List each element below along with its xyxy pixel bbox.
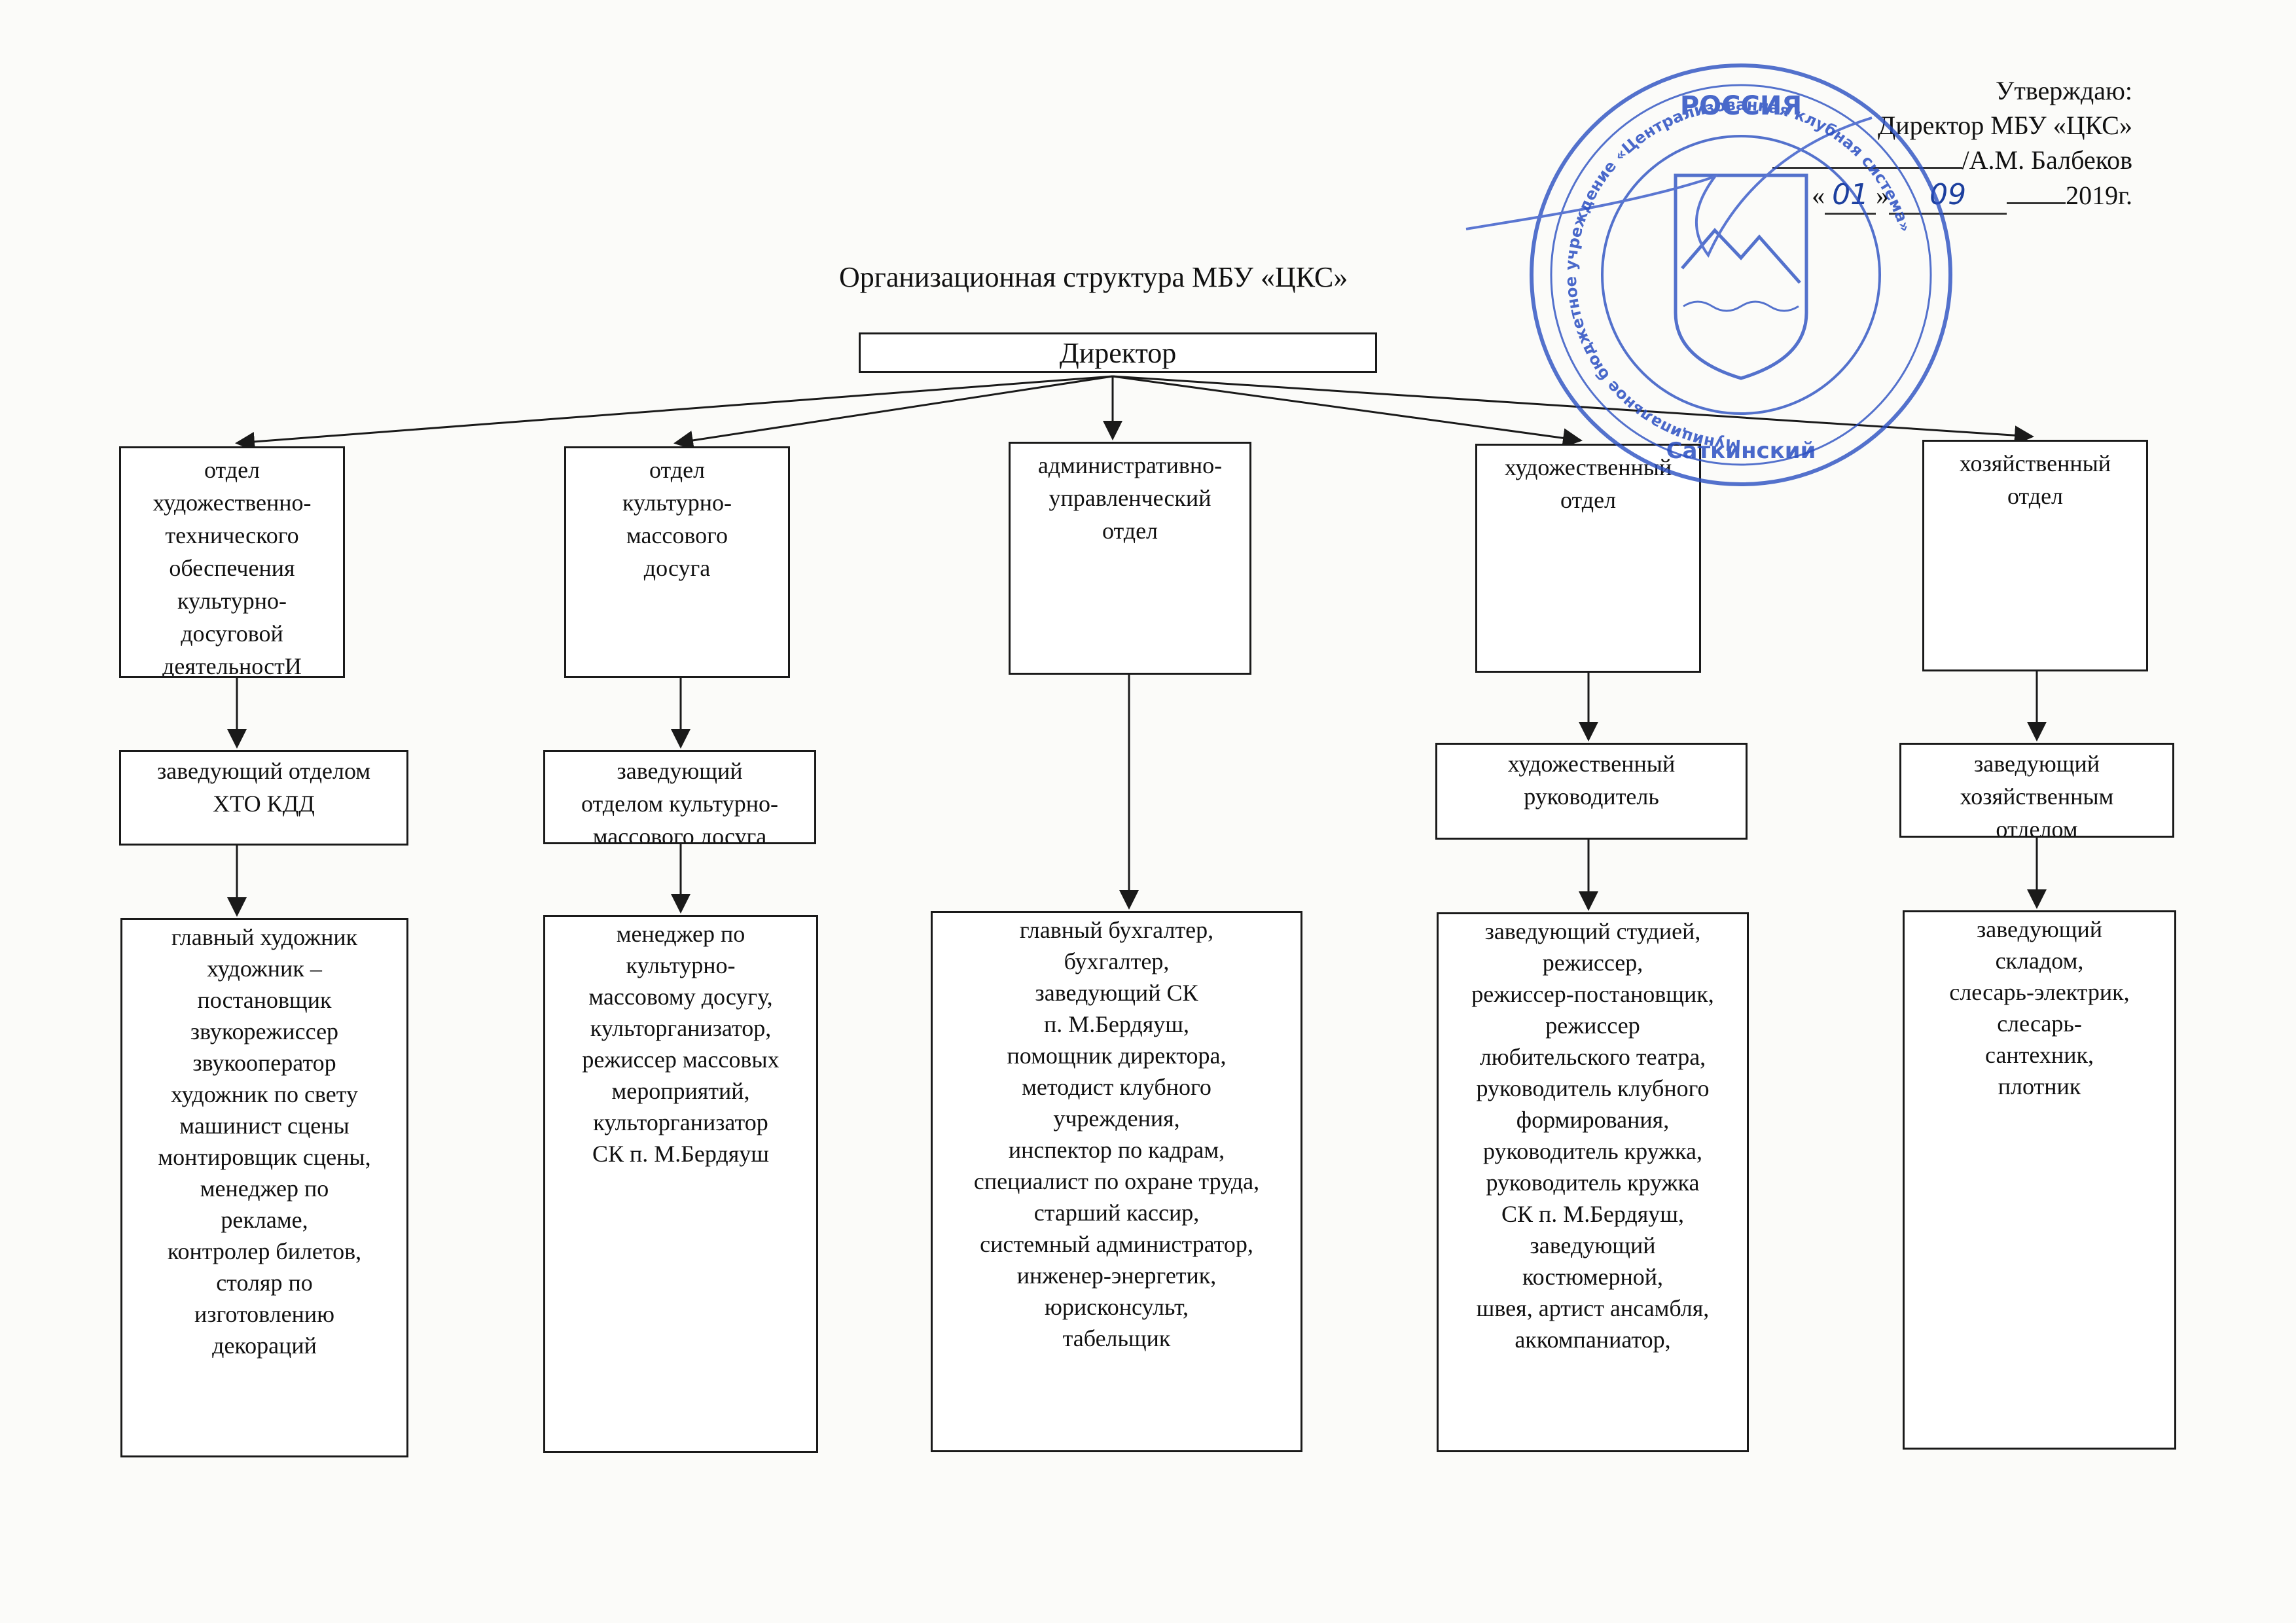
department-box: административно- управленческий отдел (1009, 442, 1251, 675)
arrow-director-to-dept-1 (235, 375, 1113, 452)
staff-list-box: заведующий студией, режиссер, режиссер-п… (1437, 912, 1749, 1452)
department-name: отдел художественно- технического обеспе… (152, 457, 312, 678)
staff-list: заведующий студией, режиссер, режиссер-п… (1471, 918, 1714, 1353)
staff-list-box: главный художник художник – постановщик … (120, 918, 408, 1457)
staff-list-box: главный бухгалтер, бухгалтер, заведующий… (931, 911, 1302, 1452)
department-box: отдел художественно- технического обеспе… (119, 446, 345, 678)
department-head-box: художественный руководитель (1435, 743, 1748, 840)
department-head-title: заведующий отделом культурно- массового … (581, 758, 779, 844)
staff-list: главный художник художник – постановщик … (158, 924, 371, 1359)
department-head-title: заведующий хозяйственным отделом (1960, 751, 2114, 838)
staff-list: менеджер по культурно- массовому досугу,… (582, 921, 780, 1167)
arrow-director-to-dept-4 (1112, 375, 1583, 448)
department-name: хозяйственный отдел (1959, 450, 2111, 509)
page-title: Организационная структура МБУ «ЦКС» (839, 261, 1348, 293)
staff-list-box: заведующий складом, слесарь-электрик, сл… (1903, 910, 2176, 1450)
approval-heading: Утверждаю: (1996, 76, 2132, 105)
staff-list: главный бухгалтер, бухгалтер, заведующий… (973, 917, 1260, 1351)
arrow-director-to-dept-2 (673, 375, 1113, 450)
approval-signatory: /А.М. Балбеков (1962, 145, 2132, 175)
director-box: Директор (859, 332, 1377, 373)
department-box: отдел культурно- массового досуга (564, 446, 790, 678)
department-name: художественный отдел (1504, 454, 1672, 513)
department-head-box: заведующий отделом культурно- массового … (543, 750, 816, 844)
department-box: хозяйственный отдел (1922, 440, 2148, 671)
director-label: Директор (1059, 336, 1177, 369)
department-head-box: заведующий отделом ХТО КДД (119, 750, 408, 846)
staff-list: заведующий складом, слесарь-электрик, сл… (1949, 916, 2130, 1099)
approval-year: 2019г. (2066, 181, 2132, 210)
department-head-box: заведующий хозяйственным отделом (1899, 743, 2174, 838)
department-name: административно- управленческий отдел (1037, 452, 1223, 544)
arrow-director-to-dept-5 (1112, 375, 2034, 446)
staff-list-box: менеджер по культурно- массовому досугу,… (543, 915, 818, 1453)
department-head-title: заведующий отделом ХТО КДД (156, 758, 371, 817)
department-head-title: художественный руководитель (1507, 751, 1676, 810)
department-box: художественный отдел (1475, 444, 1701, 673)
department-name: отдел культурно- массового досуга (622, 457, 732, 581)
